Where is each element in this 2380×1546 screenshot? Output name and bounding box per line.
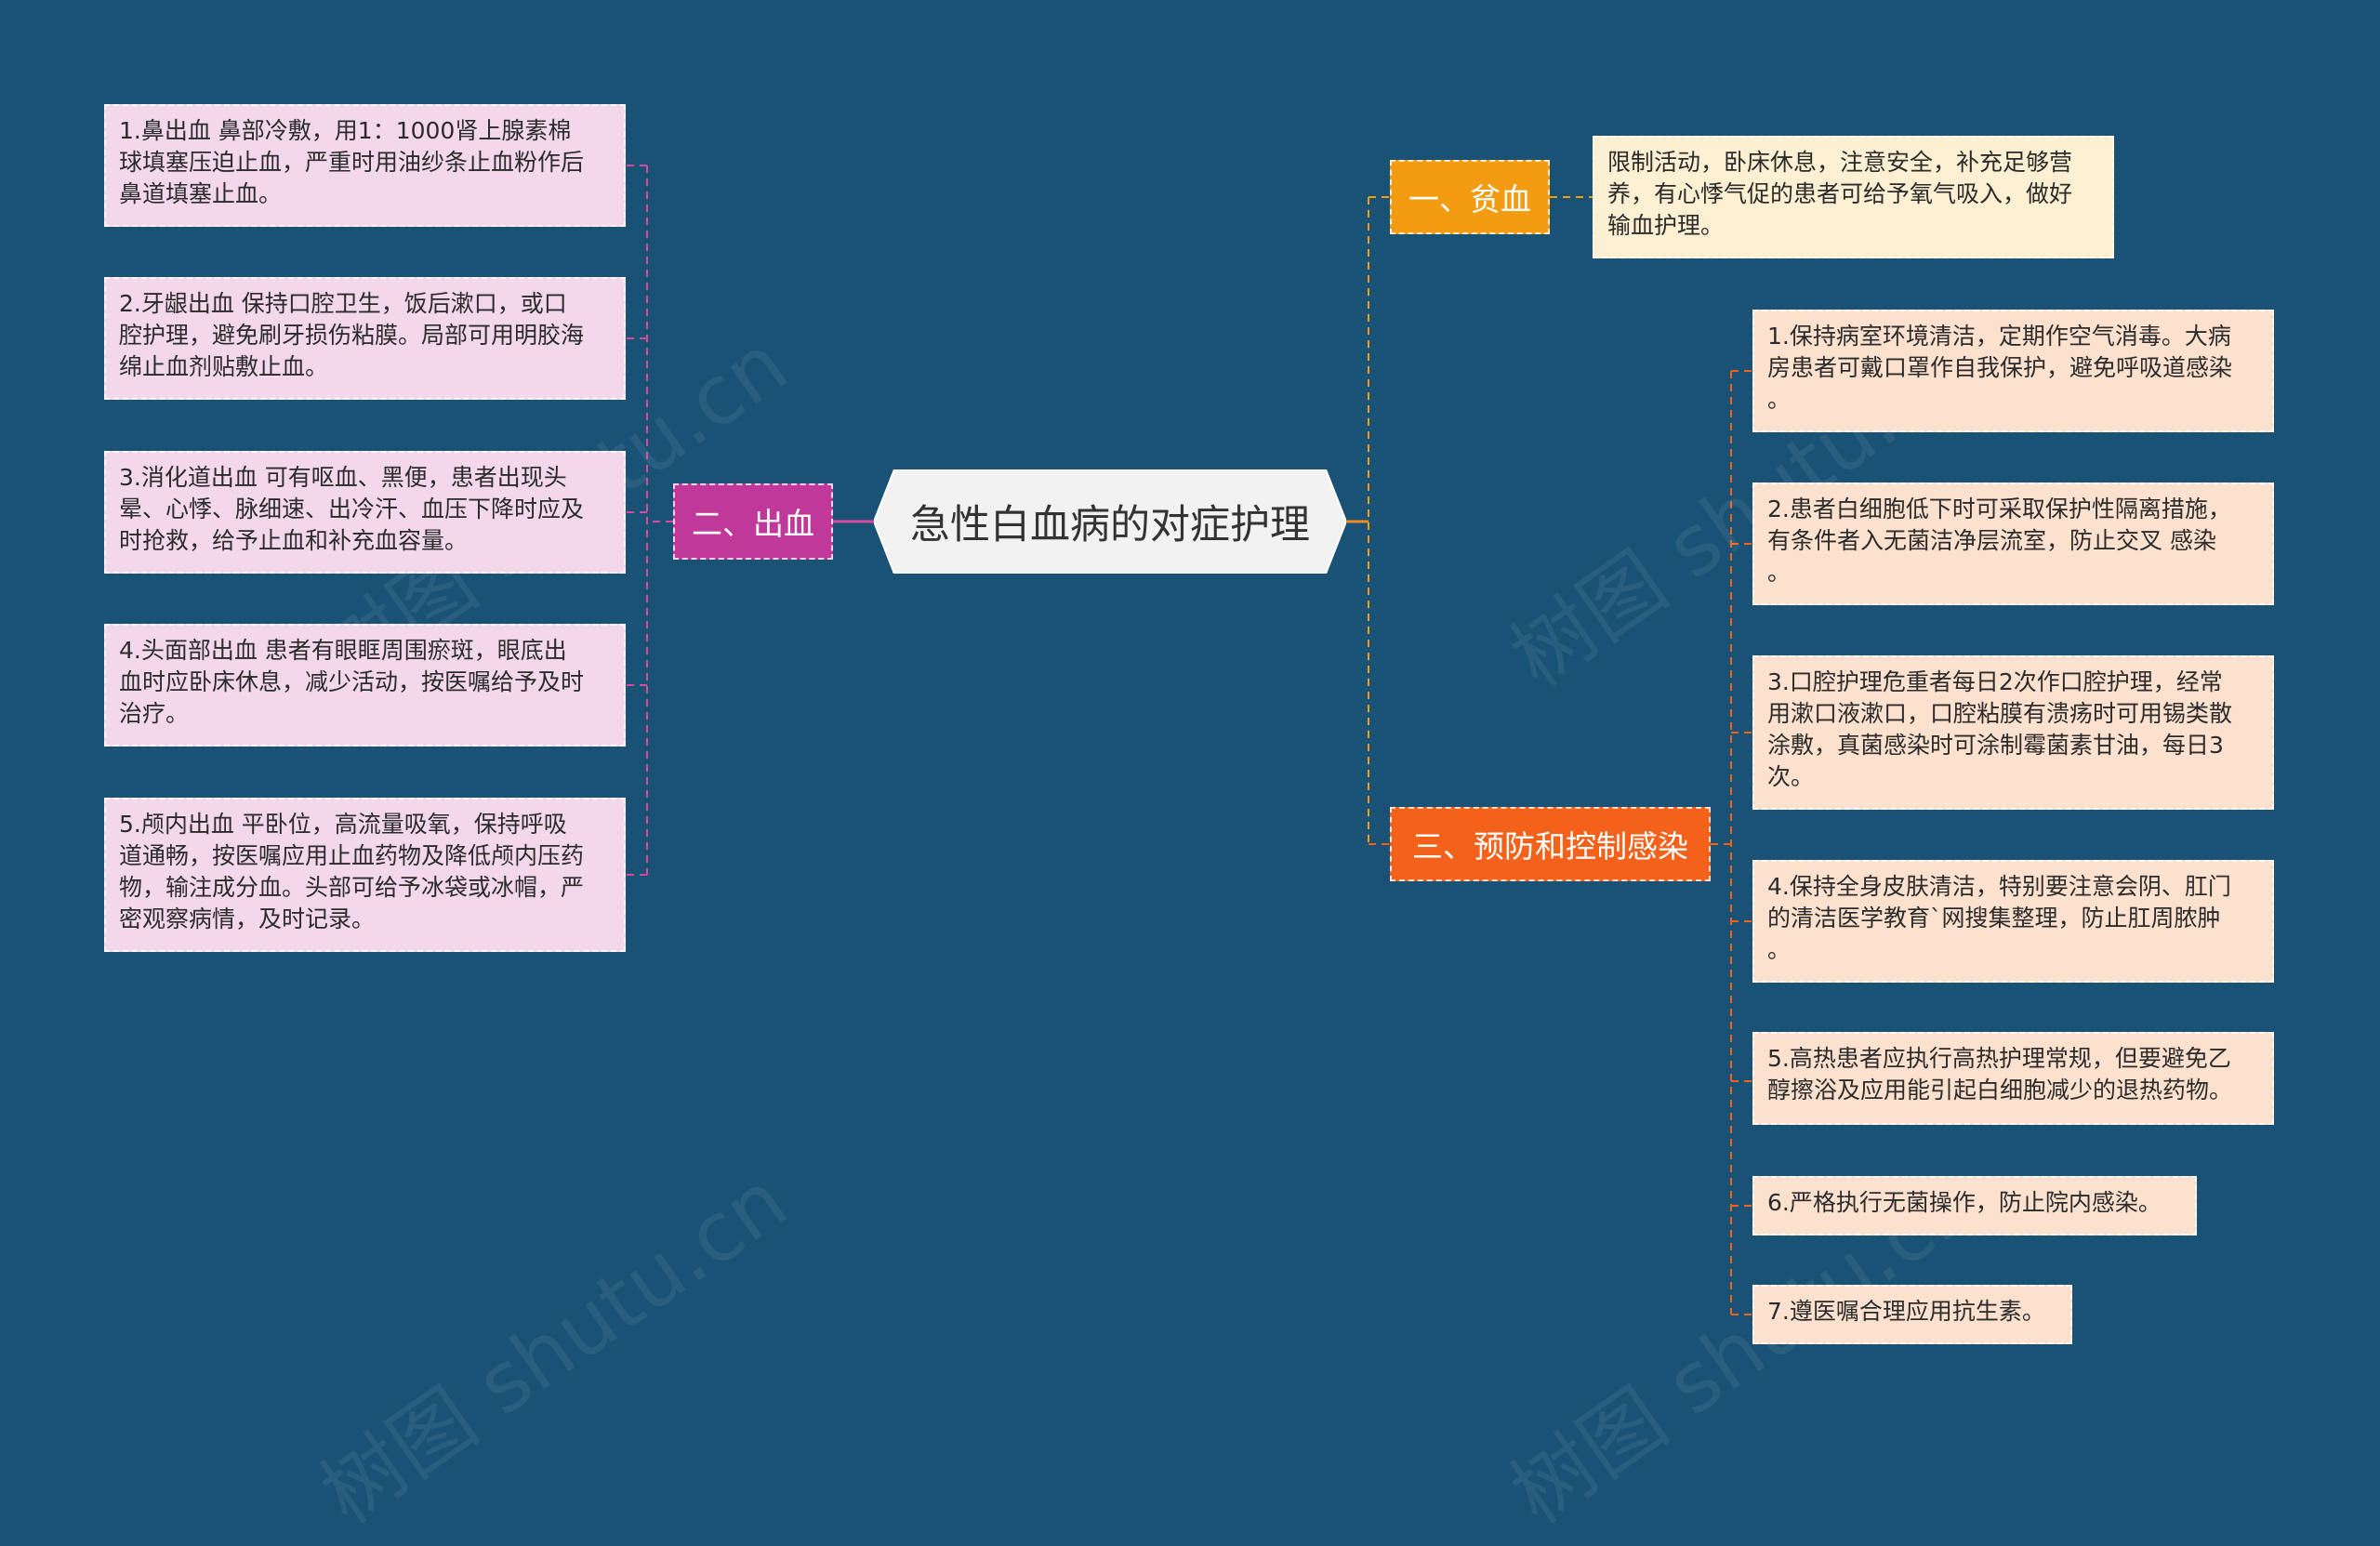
branch-infection[interactable]: 三、预防和控制感染 bbox=[1390, 807, 1711, 881]
bleeding-item-4[interactable]: 4.头面部出血 患者有眼眶周围瘀斑，眼底出 血时应卧床休息，减少活动，按医嘱给予… bbox=[104, 624, 626, 747]
bleeding-item-5[interactable]: 5.颅内出血 平卧位，高流量吸氧，保持呼吸 道通畅，按医嘱应用止血药物及降低颅内… bbox=[104, 798, 626, 952]
branch-anemia[interactable]: 一、贫血 bbox=[1390, 160, 1550, 234]
infection-item-2[interactable]: 2.患者白细胞低下时可采取保护性隔离措施， 有条件者入无菌洁净层流室，防止交叉 … bbox=[1752, 482, 2274, 605]
branch-bleeding[interactable]: 二、出血 bbox=[673, 483, 833, 560]
root-shape bbox=[874, 469, 1346, 574]
infection-item-5[interactable]: 5.高热患者应执行高热护理常规，但要避免乙 醇擦浴及应用能引起白细胞减少的退热药… bbox=[1752, 1032, 2274, 1125]
root-title: 急性白血病的对症护理 bbox=[910, 502, 1310, 548]
infection-item-3[interactable]: 3.口腔护理危重者每日2次作口腔护理，经常 用漱口液漱口，口腔粘膜有溃疡时可用锡… bbox=[1752, 655, 2274, 810]
bleeding-item-2[interactable]: 2.牙龈出血 保持口腔卫生，饭后漱口，或口 腔护理，避免刷牙损伤粘膜。局部可用明… bbox=[104, 277, 626, 400]
infection-item-1[interactable]: 1.保持病室环境清洁，定期作空气消毒。大病 房患者可戴口罩作自我保护，避免呼吸道… bbox=[1752, 310, 2274, 432]
bleeding-item-3[interactable]: 3.消化道出血 可有呕血、黑便，患者出现头 晕、心悸、脉细速、出冷汗、血压下降时… bbox=[104, 451, 626, 574]
infection-item-4[interactable]: 4.保持全身皮肤清洁，特别要注意会阴、肛门 的清洁医学教育`网搜集整理，防止肛周… bbox=[1752, 860, 2274, 983]
infection-item-7[interactable]: 7.遵医嘱合理应用抗生素。 bbox=[1752, 1285, 2072, 1344]
connector-lines bbox=[626, 165, 1752, 1315]
root-node[interactable]: 急性白血病的对症护理 bbox=[874, 469, 1346, 574]
infection-item-6[interactable]: 6.严格执行无菌操作，防止院内感染。 bbox=[1752, 1176, 2197, 1235]
bleeding-item-1[interactable]: 1.鼻出血 鼻部冷敷，用1：1000肾上腺素棉 球填塞压迫止血，严重时用油纱条止… bbox=[104, 104, 626, 227]
anemia-item-1[interactable]: 限制活动，卧床休息，注意安全，补充足够营 养，有心悸气促的患者可给予氧气吸入，做… bbox=[1593, 136, 2114, 258]
